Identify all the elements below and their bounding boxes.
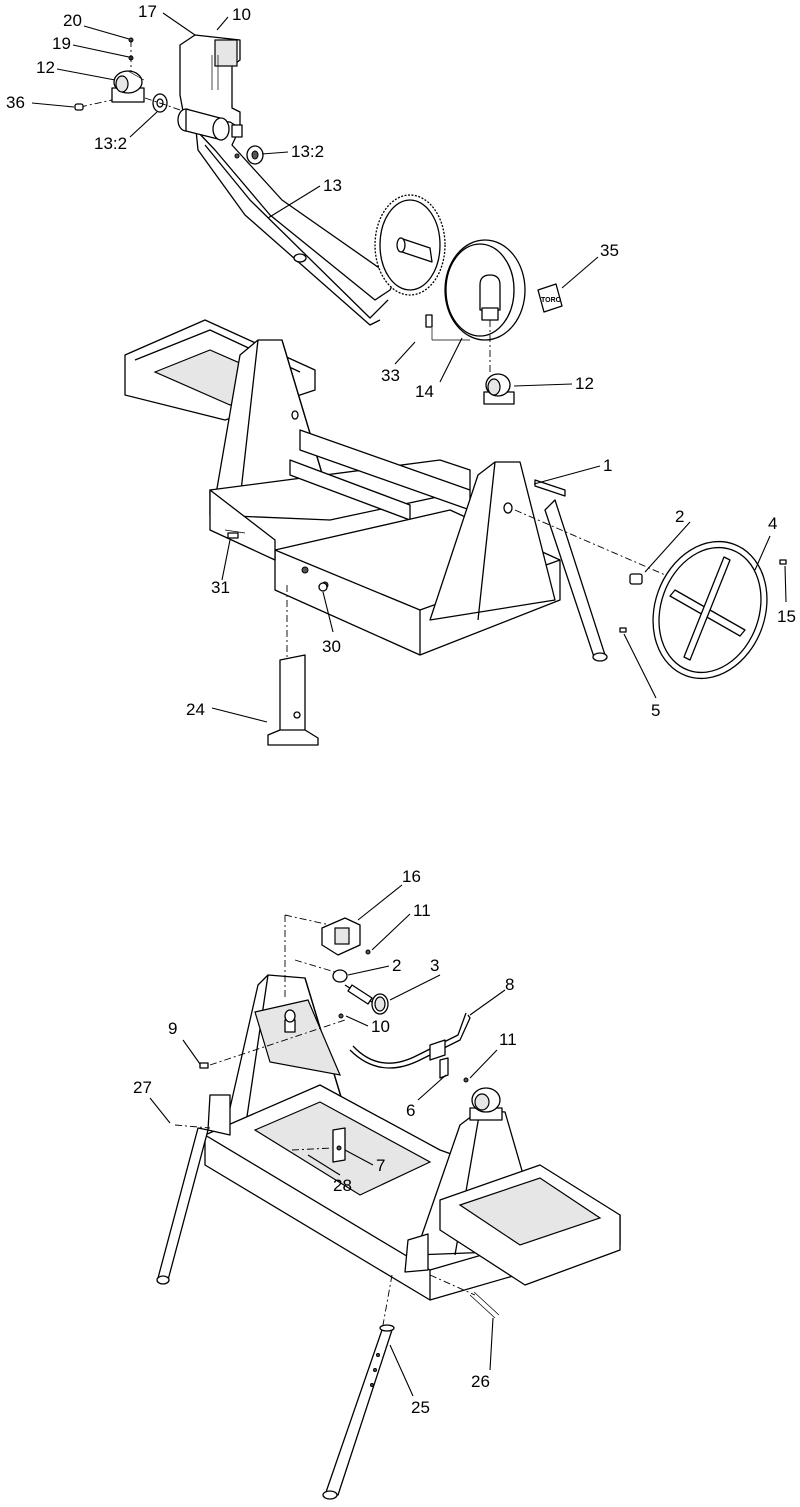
callout-label: 20 — [63, 11, 82, 30]
upper-callout-labels: 20 17 10 19 12 36 13:2 13:2 13 35 33 14 … — [6, 2, 796, 720]
callout-label: 2 — [675, 507, 684, 526]
pillow-block-upper-left-drawing — [74, 37, 196, 116]
callout-label: 4 — [768, 514, 777, 533]
callout-label: 12 — [575, 374, 594, 393]
lower-assembly: 16 11 2 3 8 9 10 11 27 6 7 28 26 25 — [133, 867, 621, 1500]
main-frame-drawing — [124, 319, 608, 662]
callout-label: 3 — [430, 956, 439, 975]
callout-label: 9 — [168, 1019, 177, 1038]
callout-label: 16 — [402, 867, 421, 886]
callout-label: 24 — [186, 700, 205, 719]
callout-label: 15 — [777, 607, 796, 626]
callout-label: 25 — [411, 1398, 430, 1417]
callout-label: 26 — [471, 1372, 490, 1391]
guard-disc-drawing: TORO — [425, 239, 563, 405]
callout-label: 10 — [371, 1017, 390, 1036]
callout-label: 31 — [211, 578, 230, 597]
svg-text:TORO: TORO — [541, 297, 562, 304]
callout-label: 13:2 — [94, 134, 127, 153]
callout-label: 27 — [133, 1078, 152, 1097]
callout-label: 14 — [415, 382, 434, 401]
callout-label: 28 — [333, 1176, 352, 1195]
callout-label: 17 — [138, 2, 157, 21]
handwheel-drawing — [514, 509, 787, 680]
callout-label: 2 — [392, 956, 401, 975]
callout-label: 13 — [323, 176, 342, 195]
upper-leader-lines — [31, 12, 787, 723]
callout-label: 35 — [600, 241, 619, 260]
callout-label: 11 — [499, 1030, 517, 1049]
shift-rod-drawing — [349, 1012, 471, 1083]
callout-label: 36 — [6, 93, 25, 112]
callout-label: 30 — [322, 637, 341, 656]
callout-label: 7 — [376, 1156, 385, 1175]
lower-leader-lines — [149, 884, 506, 1397]
callout-label: 12 — [36, 58, 55, 77]
callout-label: 33 — [381, 366, 400, 385]
callout-label: 6 — [406, 1101, 415, 1120]
stand-leg-drawing — [227, 532, 328, 746]
callout-label: 5 — [651, 701, 660, 720]
bracket-plate-drawing — [179, 34, 241, 131]
callout-label: 11 — [413, 901, 431, 920]
lower-frame-drawing — [156, 914, 621, 1500]
callout-label: 8 — [505, 975, 514, 994]
callout-label: 13:2 — [291, 142, 324, 161]
lower-callout-labels: 16 11 2 3 8 9 10 11 27 6 7 28 26 25 — [133, 867, 517, 1417]
swing-arm-drawing — [177, 108, 446, 326]
upper-assembly: TORO — [6, 2, 796, 746]
callout-label: 10 — [232, 5, 251, 24]
gear-shaft-parts-drawing — [199, 917, 389, 1069]
callout-label: 19 — [52, 34, 71, 53]
callout-label: 1 — [603, 456, 612, 475]
